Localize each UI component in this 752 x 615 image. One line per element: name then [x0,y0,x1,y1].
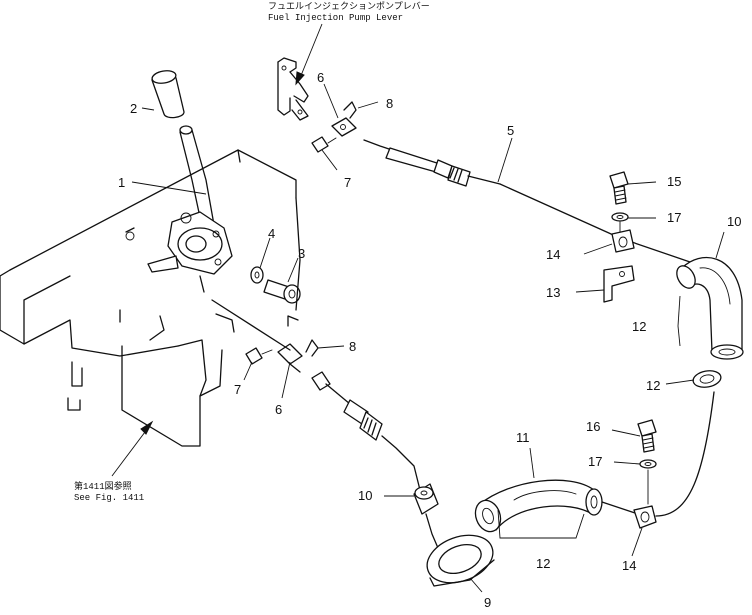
leader-lines [131,83,725,593]
bolt-15 [609,171,629,205]
callout-17-upper: 17 [667,210,681,225]
lower-cable [311,371,421,491]
callout-17-lower: 17 [588,454,602,469]
cable-return [655,391,715,517]
callout-10-lower: 10 [358,488,372,503]
clevis-bottom [277,343,303,373]
washer-17-upper [611,212,629,222]
clevis-top [331,117,357,137]
control-cable [363,139,691,263]
callout-7-top: 7 [344,175,351,190]
seal-9 [426,534,495,587]
pump-lever [277,57,309,121]
bracket-13 [603,265,635,303]
knob [151,70,185,119]
fig-ref-arrowhead [140,420,154,435]
callout-7-bottom: 7 [234,382,241,397]
pin-top [311,136,337,153]
grommet-lower [413,483,439,515]
callout-13: 13 [546,285,560,300]
callout-2: 2 [130,101,137,116]
callout-4: 4 [268,226,275,241]
callout-9: 9 [484,595,491,610]
fig-ref-arrow [111,427,149,477]
cotter-pin-top [343,101,357,119]
note-lever-jp: フュエルインジェクションポンプレバー [268,1,430,12]
note-fig-en: See Fig. 1411 [74,493,144,503]
pin-bottom [245,347,273,365]
callout-10-upper: 10 [727,214,741,229]
clamp-upper [611,229,635,253]
callout-1: 1 [118,175,125,190]
callout-6-bottom: 6 [275,402,282,417]
callout-12-lower: 12 [536,556,550,571]
note-lever-arrowhead [295,71,305,86]
floor-frame [0,149,301,447]
bolt-16 [637,419,657,453]
note-lever-en: Fuel Injection Pump Lever [268,13,403,23]
boot-11 [474,479,603,533]
callout-14-upper: 14 [546,247,560,262]
lever-bracket [147,211,233,293]
callout-11: 11 [516,430,530,445]
callout-12-upper: 12 [632,319,646,334]
callout-15: 15 [667,174,681,189]
callout-8-top: 8 [386,96,393,111]
callout-14-lower: 14 [622,558,636,573]
callout-12-seal: 12 [646,378,660,393]
callout-3: 3 [298,246,305,261]
callout-8-bottom: 8 [349,339,356,354]
callout-16: 16 [586,419,600,434]
cable-to-seal [425,513,439,549]
washer-17-lower [639,459,657,469]
washer-4 [250,266,264,284]
seal-right [692,370,722,388]
clamp-lower [633,505,657,529]
bolt-3 [263,279,301,304]
callout-6-top: 6 [317,70,324,85]
callout-5: 5 [507,123,514,138]
callout-labels: 1 2 3 4 5 6 6 7 7 8 8 9 10 10 11 12 12 1… [118,70,741,610]
note-lever-arrow [299,23,323,79]
boot-10-upper [676,256,744,360]
cotter-pin-bottom [305,339,319,357]
link-rod [211,299,291,351]
note-fig-jp: 第1411図参照 [74,480,132,492]
